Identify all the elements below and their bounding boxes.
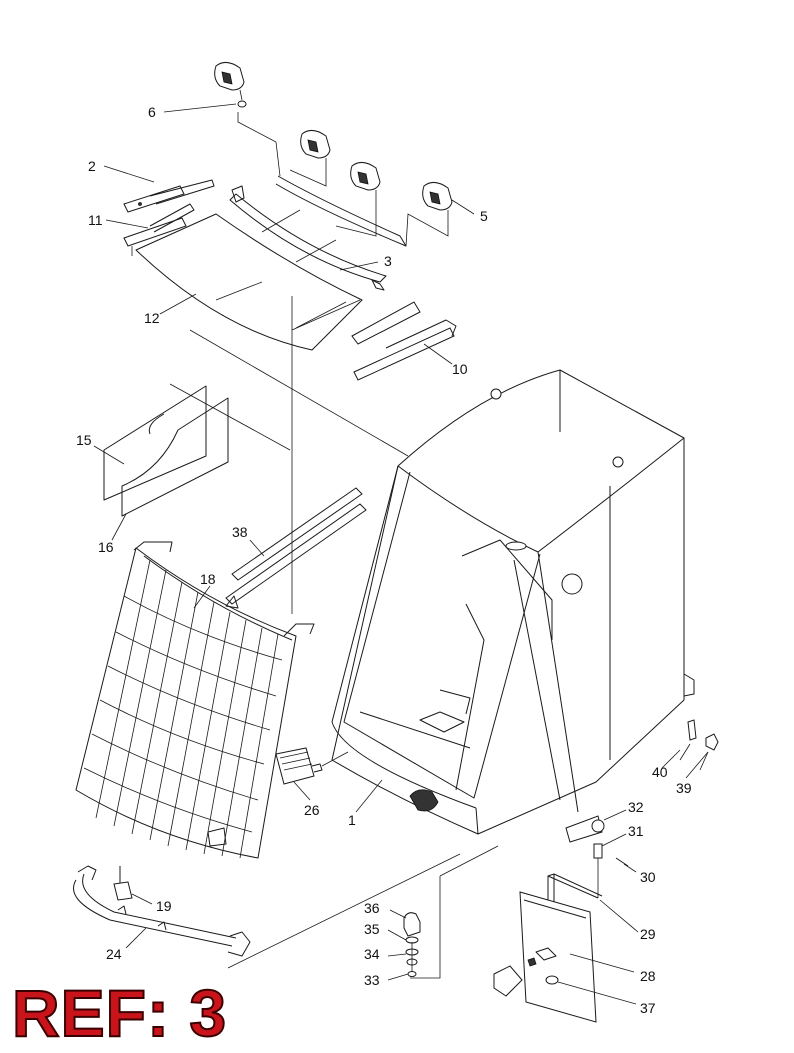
callout-15: 15 [76,432,92,448]
callout-32: 32 [628,799,644,815]
callout-40: 40 [652,764,668,780]
callout-37: 37 [640,1000,656,1016]
mirror-28 [519,891,597,1023]
callout-29: 29 [640,926,656,942]
work-light-top-left [214,62,247,108]
callout-38: 38 [232,524,248,540]
callout-16: 16 [98,539,114,555]
work-light-2 [300,130,331,164]
door-rail [225,487,367,609]
callout-28: 28 [640,968,656,984]
mirror-bracket-32 [565,815,605,843]
work-light-4 [422,182,453,218]
side-window-16 [121,397,229,517]
callout-3: 3 [384,253,392,269]
roof-glass-panel [135,213,363,351]
callout-24: 24 [106,946,122,962]
work-light-26 [275,747,349,785]
callout-12: 12 [144,310,160,326]
callout-26: 26 [304,802,320,818]
bolt-stack [403,912,421,977]
work-light-3 [350,162,381,196]
callout-5: 5 [480,208,488,224]
handle-19 [113,866,133,901]
callout-2: 2 [88,158,96,174]
front-guard-grille [75,541,315,859]
callout-labels: 6 2 11 5 3 12 10 15 16 38 18 26 1 40 39 … [76,104,692,1016]
side-window-15 [103,385,207,501]
handrail-24 [73,865,251,957]
roof-visor-frame [229,175,407,291]
mirror-fitting-31 [593,843,603,898]
callout-39: 39 [676,780,692,796]
bracket-11 [123,203,195,256]
callout-10: 10 [452,361,468,377]
callout-30: 30 [640,869,656,885]
pin-30 [615,857,629,867]
callout-18: 18 [200,571,216,587]
callout-33: 33 [364,972,380,988]
callout-36: 36 [364,900,380,916]
cab-body [331,369,695,835]
reference-label: REF: 3 [11,976,228,1050]
callout-19: 19 [156,898,172,914]
callout-1: 1 [348,812,356,828]
leader-lines [93,103,709,1005]
bracket-10 [351,301,457,381]
bracket-2 [123,179,215,213]
mirror-mount-block [493,965,523,997]
callout-31: 31 [628,823,644,839]
callout-34: 34 [364,946,380,962]
clip-39 [699,733,719,771]
callout-6: 6 [148,104,156,120]
mirror-clamp-37 [527,947,559,985]
clip-40 [679,719,697,761]
callout-35: 35 [364,921,380,937]
callout-11: 11 [88,212,103,228]
